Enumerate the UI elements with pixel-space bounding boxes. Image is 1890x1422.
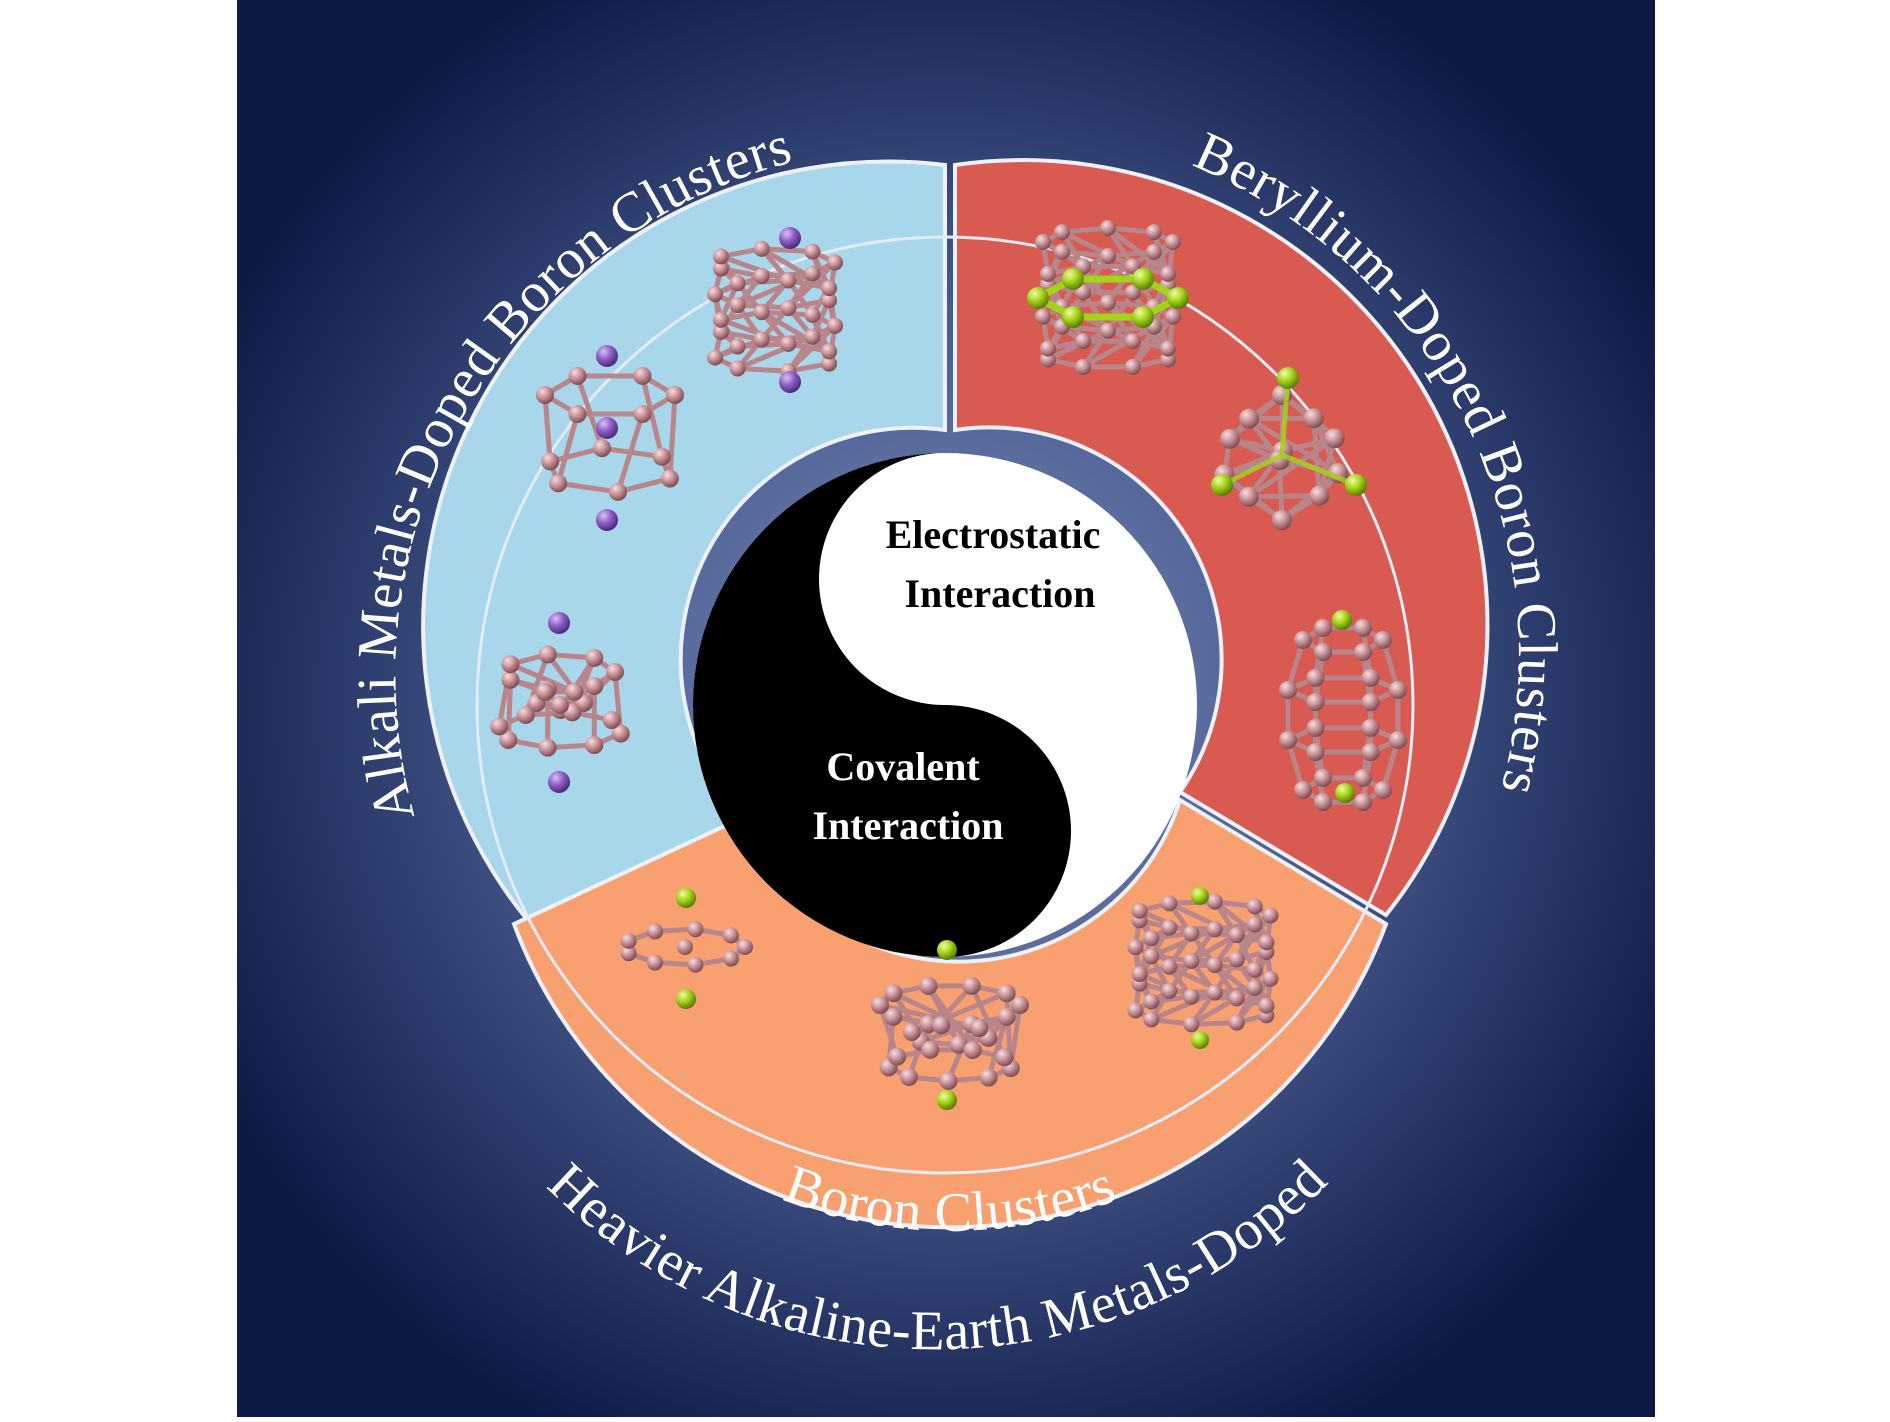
heavier-atom bbox=[937, 1090, 957, 1110]
background-right-margin bbox=[1655, 0, 1890, 1417]
heavier-atom bbox=[1191, 1031, 1209, 1049]
alkali-atom bbox=[548, 612, 570, 634]
heavier-atom bbox=[937, 940, 957, 960]
alkali-atom bbox=[596, 509, 618, 531]
covalent-line-2: Interaction bbox=[812, 803, 1003, 848]
alkali-atom bbox=[548, 771, 570, 793]
electrostatic-line-2: Interaction bbox=[904, 571, 1095, 616]
background-left-margin bbox=[0, 0, 237, 1417]
covalent-line-1: Covalent bbox=[826, 744, 980, 789]
alkali-atom bbox=[779, 371, 801, 393]
alkali-atom bbox=[596, 345, 618, 367]
alkali-atom bbox=[779, 227, 801, 249]
heavier-atom bbox=[676, 989, 696, 1009]
beryllium-atom bbox=[1335, 783, 1355, 803]
heavier-atom bbox=[676, 888, 696, 908]
alkali-atom bbox=[596, 417, 618, 439]
heavier-atom bbox=[1191, 887, 1209, 905]
beryllium-atom bbox=[1332, 610, 1352, 630]
electrostatic-line-1: Electrostatic bbox=[886, 512, 1101, 557]
